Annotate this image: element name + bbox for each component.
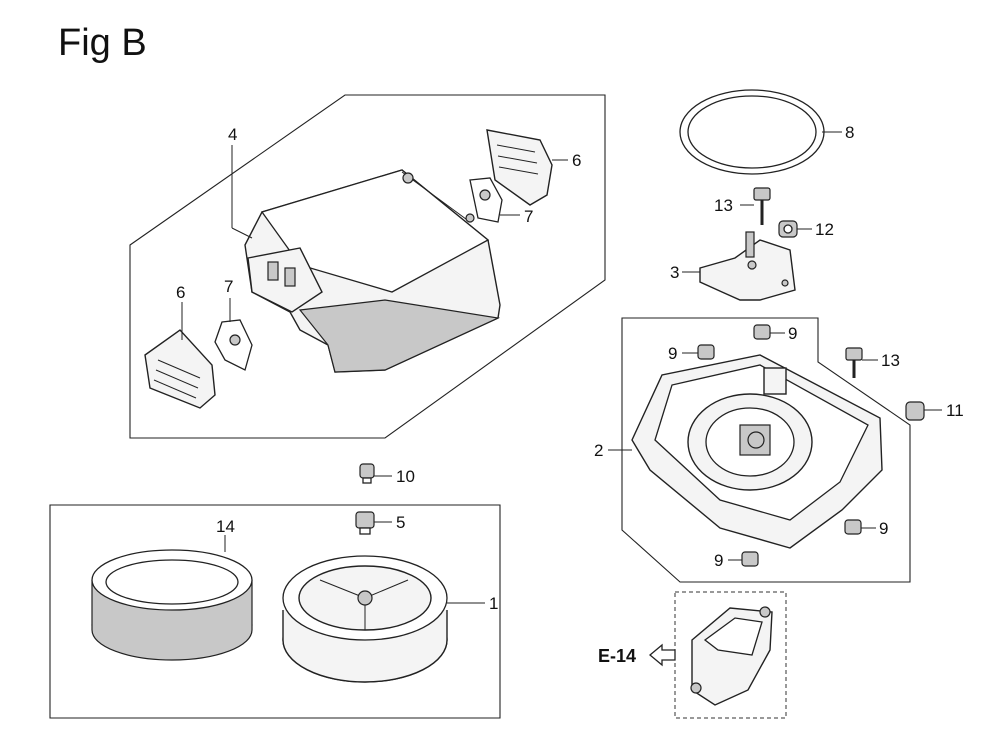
bracket[interactable] — [699, 231, 796, 301]
callout-9-b: 9 — [668, 344, 677, 363]
reference-label: E-14 — [598, 646, 636, 666]
air-cleaner-case[interactable] — [282, 555, 448, 683]
element-assembly-frame — [49, 504, 501, 719]
callout-9-c: 9 — [879, 519, 888, 538]
nut-9-b[interactable] — [697, 344, 715, 360]
callout-13-right: 13 — [881, 351, 900, 370]
callout-7-top: 7 — [524, 207, 533, 226]
callout-12: 12 — [815, 220, 834, 239]
cover-grille-top[interactable] — [486, 129, 553, 206]
callout-3: 3 — [670, 263, 679, 282]
callout-11: 11 — [946, 401, 964, 420]
bolt-13-right[interactable] — [845, 347, 863, 378]
elbow-reference-part — [690, 606, 773, 706]
callout-6-left: 6 — [176, 283, 185, 302]
bolt-13-upper[interactable] — [753, 187, 771, 225]
cover-grille-left[interactable] — [144, 329, 216, 409]
clip-left[interactable] — [214, 319, 253, 371]
callout-2: 2 — [594, 441, 603, 460]
gasket-ring[interactable] — [679, 89, 825, 175]
reference-frame — [674, 591, 787, 719]
callout-13-upper: 13 — [714, 196, 733, 215]
collar-11[interactable] — [905, 401, 925, 421]
nut-9-d[interactable] — [741, 551, 759, 567]
base-assembly-frame — [621, 317, 911, 583]
clip-top[interactable] — [469, 177, 503, 223]
nut-12[interactable] — [778, 220, 798, 238]
callout-9-a: 9 — [788, 324, 797, 343]
callout-4: 4 — [228, 125, 237, 144]
figure-title: Fig B — [58, 22, 147, 64]
callout-14: 14 — [216, 517, 235, 536]
arrow-left-icon — [648, 643, 676, 667]
cover-assembly-frame — [129, 94, 606, 439]
callout-7-left: 7 — [224, 277, 233, 296]
air-cleaner-cover[interactable] — [244, 169, 501, 373]
callout-6-top: 6 — [572, 151, 581, 170]
callout-5: 5 — [396, 513, 405, 532]
callout-9-d: 9 — [714, 551, 723, 570]
leader-lines — [181, 131, 942, 604]
foam-filter-element[interactable] — [91, 549, 253, 661]
air-cleaner-base[interactable] — [631, 354, 883, 549]
wing-nut[interactable] — [355, 511, 375, 535]
callout-1: 1 — [489, 594, 498, 613]
nut-9-a[interactable] — [753, 324, 771, 340]
nut-9-c[interactable] — [844, 519, 862, 535]
callout-10: 10 — [396, 467, 415, 486]
callout-8: 8 — [845, 123, 854, 142]
nut-10[interactable] — [359, 463, 375, 484]
